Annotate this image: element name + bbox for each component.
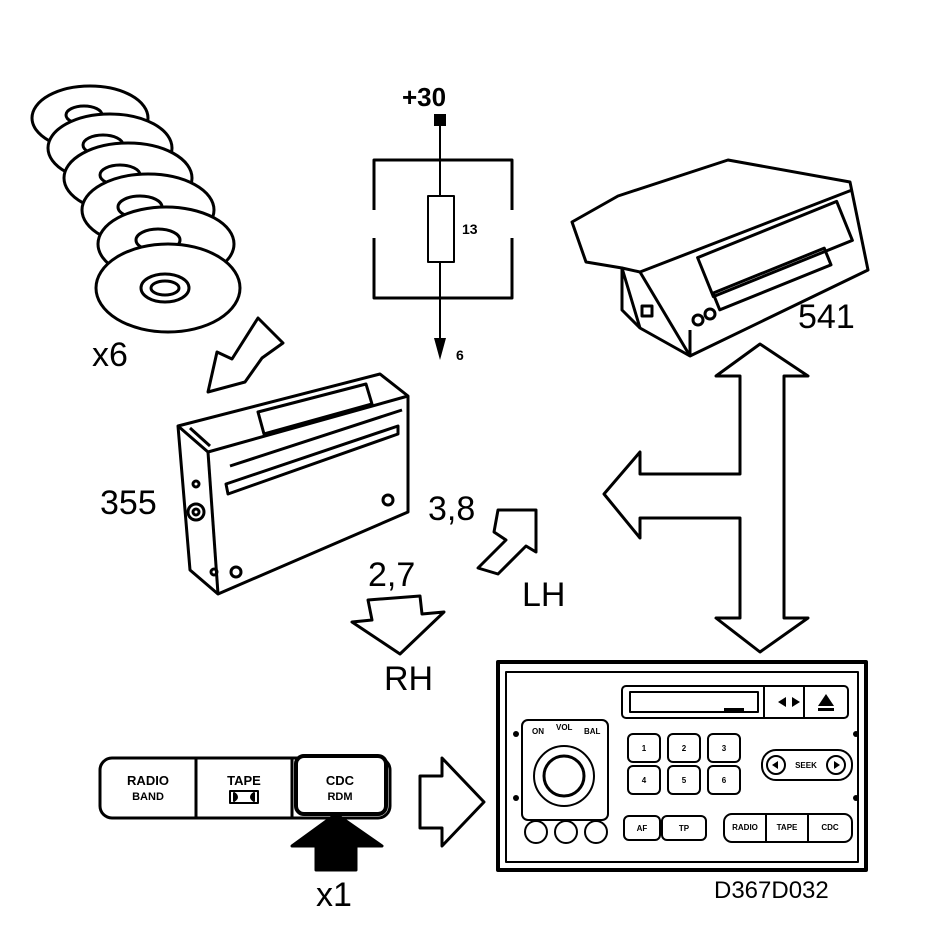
cdc-rdm-button[interactable]: CDC RDM: [294, 754, 388, 816]
preset-button-6[interactable]: 6: [707, 765, 741, 795]
knob-button-3[interactable]: [584, 820, 608, 844]
rdm-button-label: RDM: [327, 791, 352, 803]
eject-icon[interactable]: [818, 694, 834, 711]
preset-button-5[interactable]: 5: [667, 765, 701, 795]
preset-button-3[interactable]: 3: [707, 733, 741, 763]
tape-slot: [621, 685, 849, 719]
cd-insert-arrow: [206, 316, 285, 394]
cd-changer-illustration: [176, 372, 410, 596]
seek-control: SEEK: [761, 749, 853, 781]
output-arrow-icon: [434, 338, 446, 360]
to-head-unit-arrow: [418, 756, 486, 848]
hu-source-buttons: [723, 813, 853, 843]
hu-tape-button[interactable]: TAPE: [777, 823, 798, 832]
svg-text:3: 3: [722, 744, 727, 753]
lh-pins-label: 3,8: [428, 490, 475, 528]
hu-radio-button[interactable]: RADIO: [732, 823, 758, 832]
svg-text:AF: AF: [637, 824, 648, 833]
svg-text:5: 5: [682, 776, 687, 785]
cd-disc-front: [94, 242, 242, 334]
svg-text:2: 2: [682, 744, 687, 753]
hu-cdc-button[interactable]: CDC: [821, 823, 839, 832]
changer-id-label: 355: [100, 484, 157, 522]
fuse-power-label: +30: [402, 82, 446, 112]
band-button-label: BAND: [132, 791, 164, 803]
lh-output-arrow: [476, 508, 538, 576]
seek-label: SEEK: [795, 761, 817, 770]
knob-button-2[interactable]: [554, 820, 578, 844]
cdc-button-label: CDC: [326, 773, 355, 788]
rh-pins-label: 2,7: [368, 556, 415, 594]
tp-button[interactable]: TP: [661, 815, 707, 841]
fuse-number-label: 13: [462, 221, 478, 237]
bal-label: BAL: [584, 727, 601, 736]
seek-back-button[interactable]: [766, 755, 786, 775]
volume-area: ON VOL BAL: [521, 719, 609, 821]
press-arrow: [290, 812, 384, 872]
svg-text:6: 6: [722, 776, 727, 785]
seek-forward-button[interactable]: [826, 755, 846, 775]
cd-count-label: x6: [92, 336, 128, 374]
head-unit-panel: ON VOL BAL 1 2 3 4 5 6 SEEK: [496, 660, 868, 872]
svg-text:TP: TP: [679, 824, 690, 833]
af-button[interactable]: AF: [623, 815, 661, 841]
svg-text:4: 4: [642, 776, 647, 785]
cd-stack-illustration: [30, 84, 242, 334]
preset-button-2[interactable]: 2: [667, 733, 701, 763]
dolby-icon: [229, 790, 259, 804]
fuse-output-label: 6: [456, 347, 464, 363]
figure-code-label: D367D032: [714, 877, 829, 904]
vol-label: VOL: [556, 723, 573, 732]
knob-button-1[interactable]: [524, 820, 548, 844]
rh-label: RH: [384, 660, 433, 698]
fuse-box: [371, 114, 515, 360]
volume-knob[interactable]: [533, 745, 595, 807]
radio-id-label: 541: [798, 298, 855, 336]
radio-button-label: RADIO: [127, 773, 169, 788]
radio-band-button[interactable]: RADIO BAND: [102, 760, 194, 816]
power-terminal-icon: [434, 114, 446, 126]
preset-button-4[interactable]: 4: [627, 765, 661, 795]
radio-unit-illustration: [570, 158, 870, 358]
preset-button-1[interactable]: 1: [627, 733, 661, 763]
on-label: ON: [532, 727, 544, 736]
tape-eject-button[interactable]: [778, 697, 800, 707]
press-count-label: x1: [316, 876, 352, 914]
bidirectional-arrow: [602, 342, 810, 654]
lh-label: LH: [522, 576, 565, 614]
rh-output-arrow: [350, 594, 446, 656]
tape-button[interactable]: TAPE: [198, 760, 290, 816]
svg-text:1: 1: [642, 744, 647, 753]
tape-button-label: TAPE: [227, 773, 261, 788]
